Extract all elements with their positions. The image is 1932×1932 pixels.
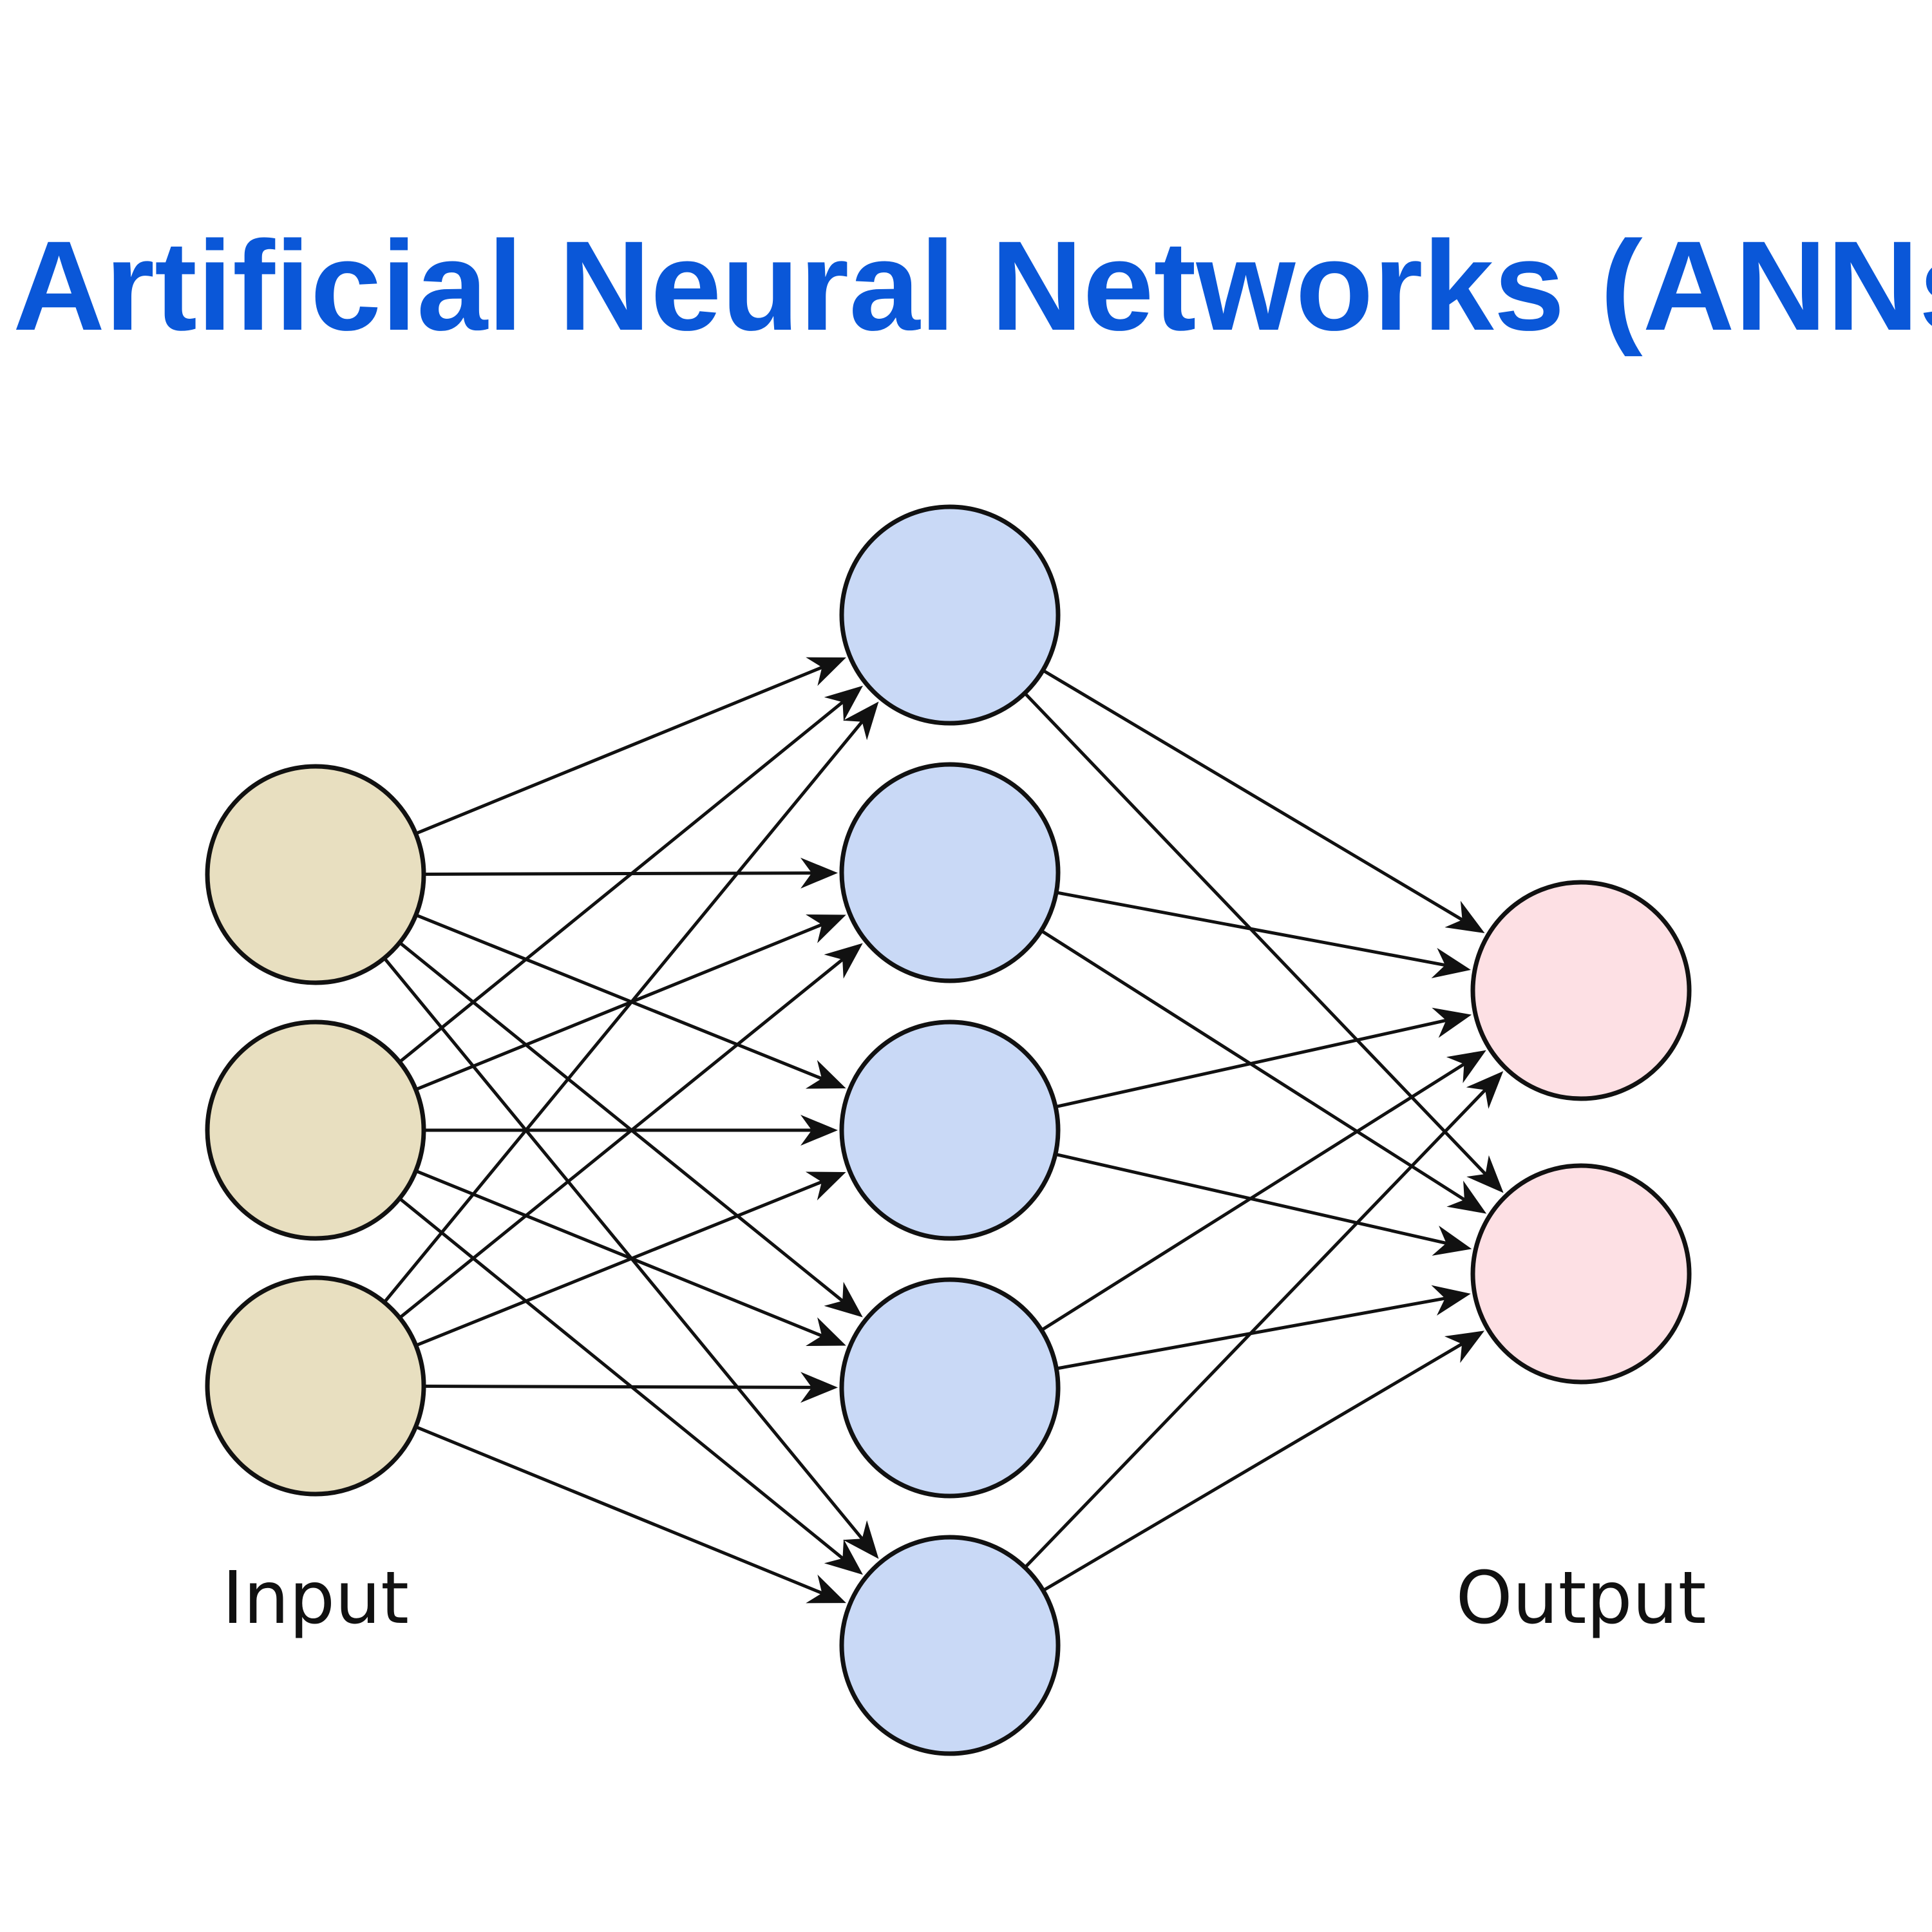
edge-input-1-to-hidden-2 (423, 871, 824, 876)
arrowhead-input-1-to-hidden-5 (843, 1520, 879, 1559)
edge-hidden-5-to-output-1 (1023, 1080, 1495, 1569)
output-node-1 (1470, 880, 1692, 1101)
edge-hidden-2-to-output-1 (1056, 891, 1457, 969)
arrowhead-input-3-to-hidden-5 (806, 1574, 846, 1604)
edge-hidden-3-to-output-1 (1055, 1016, 1459, 1109)
arrowhead-input-2-to-hidden-3 (800, 1115, 838, 1146)
edge-input-1-to-hidden-5 (383, 957, 871, 1549)
input-node-3 (205, 1275, 426, 1497)
edge-input-1-to-hidden-3 (415, 913, 834, 1085)
arrowhead-input-1-to-hidden-1 (806, 657, 846, 687)
arrowhead-hidden-1-to-output-2 (1466, 1155, 1504, 1193)
arrowhead-input-3-to-hidden-4 (800, 1372, 838, 1403)
edge-hidden-4-to-output-1 (1040, 1056, 1475, 1332)
input-node-1 (205, 764, 426, 985)
edge-input-2-to-hidden-1 (398, 693, 853, 1064)
edge-hidden-1-to-output-2 (1023, 692, 1495, 1184)
arrowhead-hidden-4-to-output-1 (1446, 1050, 1486, 1083)
edge-input-3-to-hidden-1 (383, 711, 871, 1303)
arrowhead-input-2-to-hidden-5 (824, 1539, 863, 1575)
input-node-2 (205, 1019, 426, 1241)
edge-input-3-to-hidden-2 (399, 951, 853, 1320)
arrowhead-hidden-2-to-output-1 (1431, 947, 1471, 979)
arrowhead-input-3-to-hidden-2 (824, 943, 863, 979)
connections-group (383, 657, 1504, 1604)
arrowhead-input-2-to-hidden-2 (806, 914, 846, 943)
page-title: Artificial Neural Networks (ANNs (13, 214, 1932, 357)
edge-hidden-2-to-output-2 (1040, 929, 1475, 1208)
arrowhead-input-1-to-hidden-2 (800, 857, 838, 889)
edge-input-3-to-hidden-3 (415, 1175, 834, 1347)
hidden-node-5 (839, 1535, 1061, 1756)
edge-input-2-to-hidden-4 (415, 1169, 834, 1342)
output-node-2 (1470, 1163, 1692, 1385)
arrowhead-input-2-to-hidden-4 (806, 1317, 846, 1346)
arrowhead-input-3-to-hidden-1 (843, 701, 879, 741)
edge-input-2-to-hidden-2 (415, 918, 834, 1092)
input-layer-label: Input (222, 1557, 409, 1640)
edge-input-3-to-hidden-4 (423, 1385, 824, 1389)
arrowhead-input-3-to-hidden-3 (805, 1171, 846, 1200)
output-layer-label: Output (1455, 1557, 1706, 1640)
hidden-node-2 (839, 762, 1061, 983)
hidden-node-1 (839, 504, 1061, 726)
arrowhead-input-1-to-hidden-3 (805, 1060, 846, 1089)
arrowhead-hidden-5-to-output-2 (1444, 1331, 1485, 1363)
arrowhead-input-1-to-hidden-4 (824, 1282, 863, 1318)
hidden-node-3 (839, 1019, 1061, 1241)
arrowhead-hidden-3-to-output-1 (1432, 1007, 1472, 1038)
arrowhead-hidden-5-to-output-1 (1466, 1071, 1504, 1109)
hidden-node-4 (839, 1277, 1061, 1499)
nodes-group (205, 504, 1692, 1756)
edge-hidden-5-to-output-2 (1042, 1336, 1473, 1592)
arrowhead-input-2-to-hidden-1 (824, 685, 863, 721)
arrowhead-hidden-4-to-output-2 (1431, 1285, 1471, 1316)
edge-hidden-3-to-output-2 (1055, 1152, 1459, 1247)
edge-input-1-to-hidden-1 (415, 661, 834, 835)
edge-hidden-4-to-output-2 (1056, 1294, 1457, 1370)
edge-input-1-to-hidden-4 (399, 941, 853, 1310)
arrowhead-hidden-1-to-output-1 (1444, 900, 1485, 934)
edge-input-3-to-hidden-5 (415, 1425, 834, 1600)
arrowhead-hidden-2-to-output-2 (1446, 1180, 1487, 1214)
arrowhead-hidden-3-to-output-2 (1432, 1226, 1472, 1256)
edge-input-2-to-hidden-5 (398, 1197, 853, 1567)
edge-hidden-1-to-output-1 (1042, 668, 1473, 927)
